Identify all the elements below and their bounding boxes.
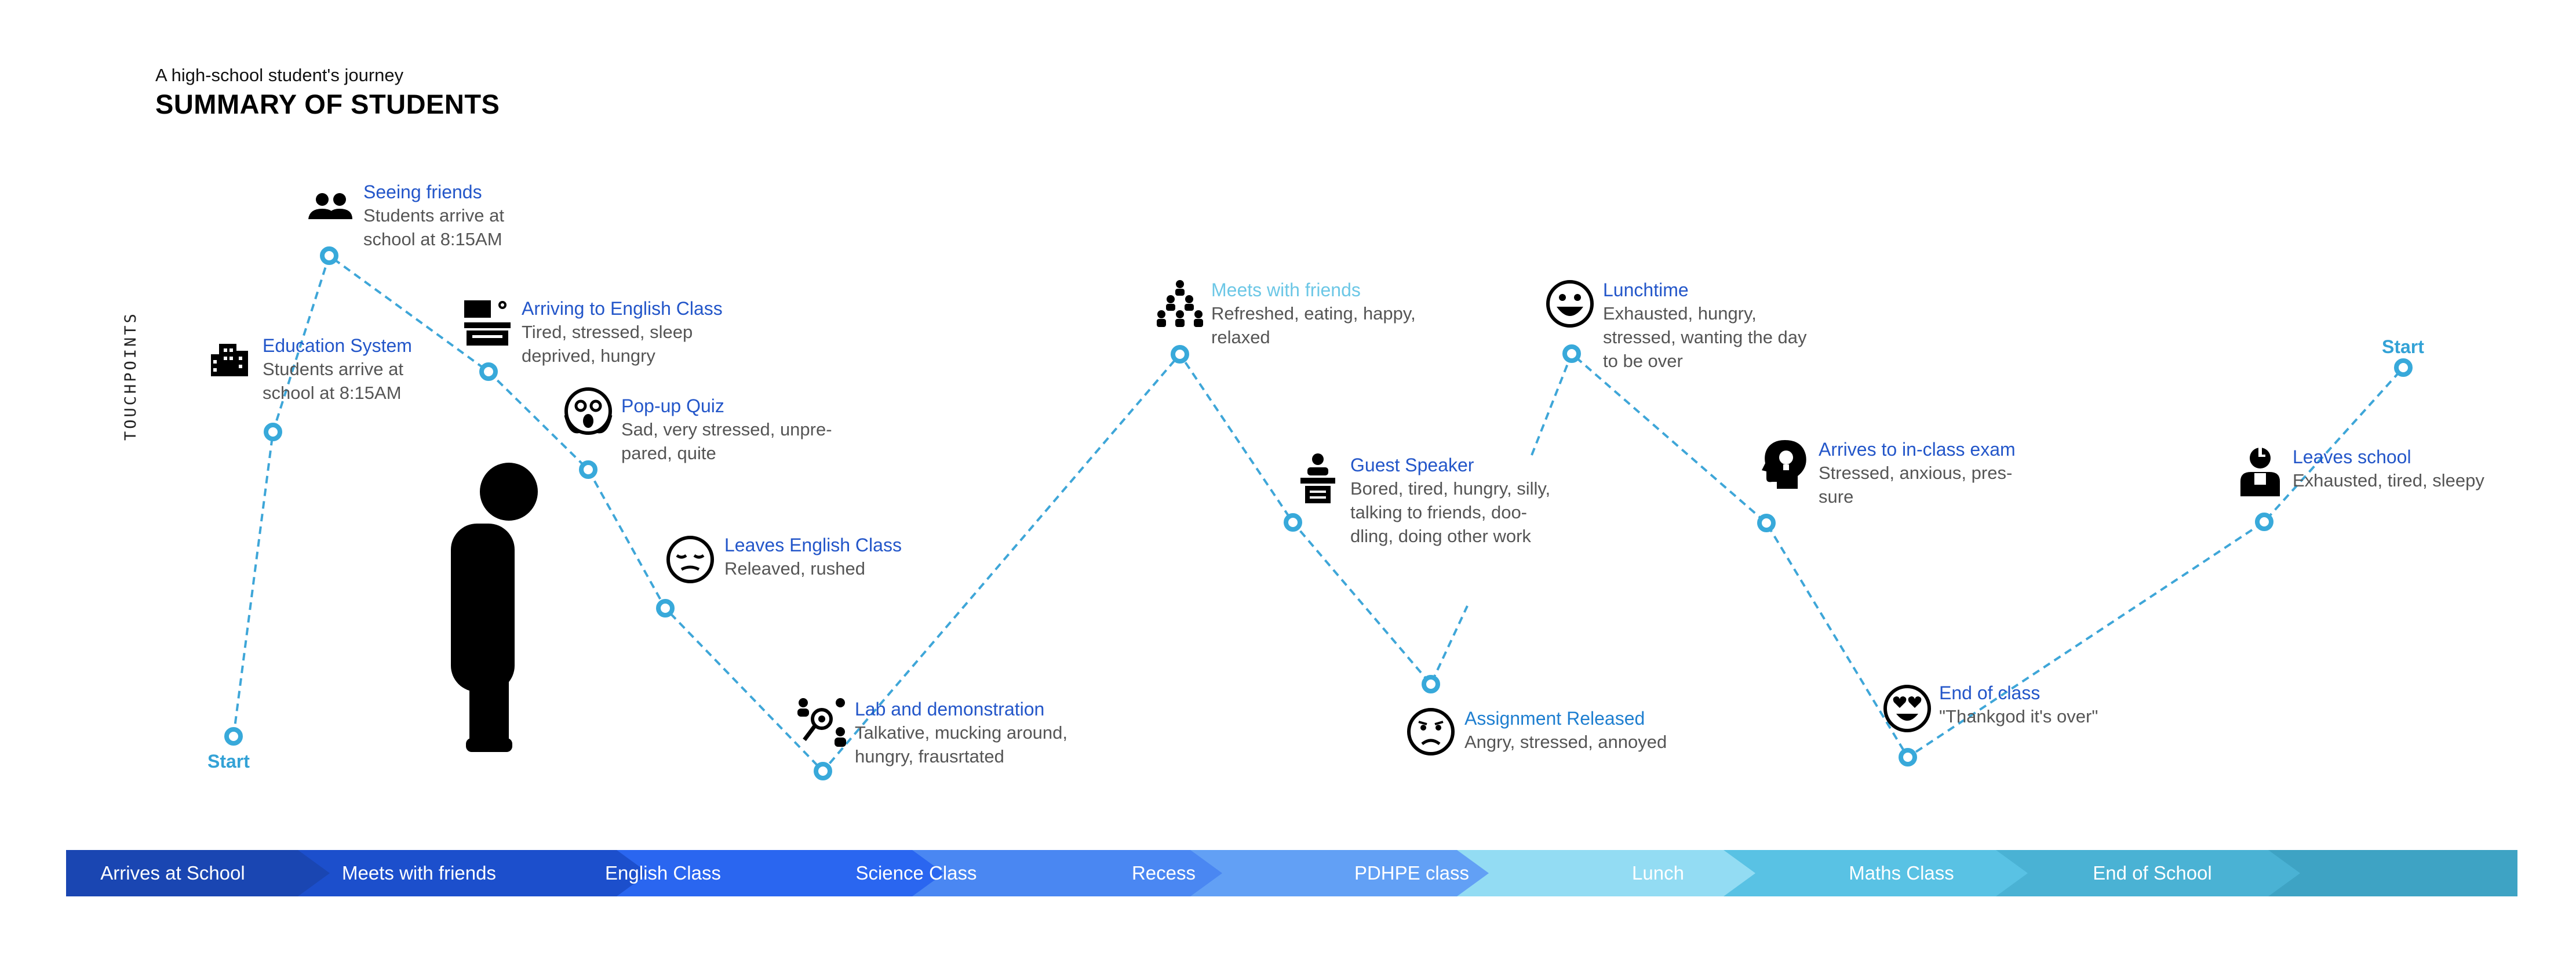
touchpoint-lab: Lab and demonstration Talkative, mucking…	[855, 698, 1067, 768]
podium-icon	[1300, 453, 1335, 503]
crowd-icon	[1157, 280, 1203, 327]
node-leaves-school	[2255, 513, 2273, 531]
touchpoint-desc: Talkative, mucking around, hungry, fraus…	[855, 722, 1068, 767]
touchpoint-desc: "Thankgod it's over"	[1939, 706, 2098, 726]
node-lab	[814, 762, 832, 780]
stage-segment-3	[617, 850, 944, 896]
stage-english-class: English Class	[605, 862, 721, 884]
stage-lunch: Lunch	[1632, 862, 1684, 884]
page-subtitle: A high-school student's journey	[155, 65, 404, 85]
touchpoint-title: Pop-up Quiz	[621, 395, 724, 416]
touchpoint-title: Arriving to English Class	[522, 298, 723, 319]
end-start-label: Start	[2382, 336, 2424, 357]
stage-arrives-at-school: Arrives at School	[100, 862, 245, 884]
classroom-icon	[464, 300, 511, 346]
touchpoint-meets-friends: Meets with friends Refreshed, eating, ha…	[1211, 278, 1416, 349]
school-building-icon	[211, 344, 248, 376]
touchpoint-lunchtime: Lunchtime Exhausted, hungry, stressed, w…	[1603, 278, 1807, 373]
touchpoint-education: Education System Students arrive at scho…	[263, 334, 412, 405]
touchpoint-leaves-school: Leaves school Exhausted, tired, sleepy	[2293, 445, 2484, 492]
people-icon	[308, 193, 352, 219]
head-idea-icon	[1762, 440, 1806, 489]
start-label: Start	[207, 751, 250, 772]
relieved-face-icon	[666, 536, 714, 583]
node-seeing	[320, 246, 338, 265]
touchpoint-title: Meets with friends	[1211, 279, 1361, 300]
touchpoint-desc: Students arrive at school at 8:15AM	[263, 359, 403, 403]
stage-segment-5	[1190, 850, 1489, 896]
touchpoint-title: Seeing friends	[363, 181, 482, 202]
touchpoint-exam: Arrives to in-class exam Stressed, anxio…	[1819, 438, 2016, 508]
node-lunch	[1562, 344, 1581, 363]
touchpoint-seeing-friends: Seeing friends Students arrive at school…	[363, 180, 504, 251]
stage-segment-4	[912, 850, 1222, 896]
page-title: SUMMARY OF STUDENTS	[155, 89, 500, 119]
node-arriving	[479, 362, 498, 381]
touchpoint-desc: Exhausted, hungry, stressed, wanting the…	[1603, 303, 1807, 371]
stage-end-of-school: End of School	[2093, 862, 2212, 884]
touchpoint-desc: Tired, stressed, sleep deprived, hungry	[522, 322, 693, 366]
node-assignment	[1422, 675, 1440, 693]
stage-science-class: Science Class	[855, 862, 977, 884]
touchpoint-title: End of class	[1939, 682, 2041, 703]
touchpoint-end-of-class: End of class "Thankgod it's over"	[1939, 681, 2098, 728]
node-start	[224, 727, 243, 746]
stage-segment-7	[1724, 850, 2028, 896]
node-leaves-english	[656, 599, 675, 617]
touchpoint-desc: Releaved, rushed	[724, 558, 865, 579]
stage-recess: Recess	[1131, 862, 1196, 884]
sad-face-icon	[1407, 708, 1455, 755]
stage-segment-8	[1996, 850, 2300, 896]
grinning-face-icon	[1546, 280, 1594, 328]
touchpoint-pop-up-quiz: Pop-up Quiz Sad, very stressed, unpre- p…	[621, 394, 832, 465]
touchpoint-desc: Exhausted, tired, sleepy	[2293, 470, 2484, 491]
student-figure-icon	[451, 463, 538, 752]
node-start2	[2394, 358, 2413, 377]
node-guest	[1284, 513, 1302, 532]
touchpoint-desc: Stressed, anxious, pres- sure	[1819, 463, 2013, 507]
stage-meets-with-friends: Meets with friends	[342, 862, 496, 884]
touchpoint-title: Guest Speaker	[1350, 455, 1474, 475]
touchpoint-title: Assignment Released	[1464, 708, 1645, 729]
touchpoint-title: Education System	[263, 335, 412, 356]
touchpoint-title: Arrives to in-class exam	[1819, 439, 2016, 460]
touchpoint-guest-speaker: Guest Speaker Bored, tired, hungry, sill…	[1350, 453, 1550, 548]
stage-segment-1	[66, 850, 330, 896]
stage-bar	[66, 850, 2517, 896]
touchpoint-desc: Bored, tired, hungry, silly, talking to …	[1350, 478, 1551, 546]
stage-segment-6	[1457, 850, 1755, 896]
stage-segment-2	[298, 850, 648, 896]
touchpoint-assignment: Assignment Released Angry, stressed, ann…	[1464, 707, 1667, 754]
student-icon	[2240, 448, 2280, 496]
touchpoint-title: Lab and demonstration	[855, 699, 1045, 720]
touchpoint-desc: Students arrive at school at 8:15AM	[363, 205, 504, 249]
node-endclass	[1899, 748, 1917, 767]
touchpoint-arriving-english: Arriving to English Class Tired, stresse…	[522, 297, 723, 368]
heart-eyes-face-icon	[1883, 685, 1931, 732]
node-quiz	[579, 460, 597, 479]
touchpoint-desc: Refreshed, eating, happy, relaxed	[1211, 303, 1416, 347]
group-search-icon	[797, 698, 846, 747]
touchpoint-desc: Angry, stressed, annoyed	[1464, 732, 1667, 752]
node-education	[264, 423, 282, 441]
screaming-face-icon	[564, 387, 613, 435]
touchpoint-title: Lunchtime	[1603, 279, 1689, 300]
touchpoint-leaves-english: Leaves English Class Releaved, rushed	[724, 533, 902, 580]
stage-maths-class: Maths Class	[1849, 862, 1954, 884]
stage-pdhpe-class: PDHPE class	[1354, 862, 1470, 884]
node-exam	[1757, 514, 1776, 532]
touchpoint-title: Leaves English Class	[724, 535, 902, 555]
node-meets	[1171, 345, 1189, 364]
touchpoint-desc: Sad, very stressed, unpre- pared, quite	[621, 419, 832, 463]
touchpoint-title: Leaves school	[2293, 446, 2411, 467]
stage-segment-9	[2268, 850, 2517, 896]
journey-line-b	[1531, 351, 2404, 759]
